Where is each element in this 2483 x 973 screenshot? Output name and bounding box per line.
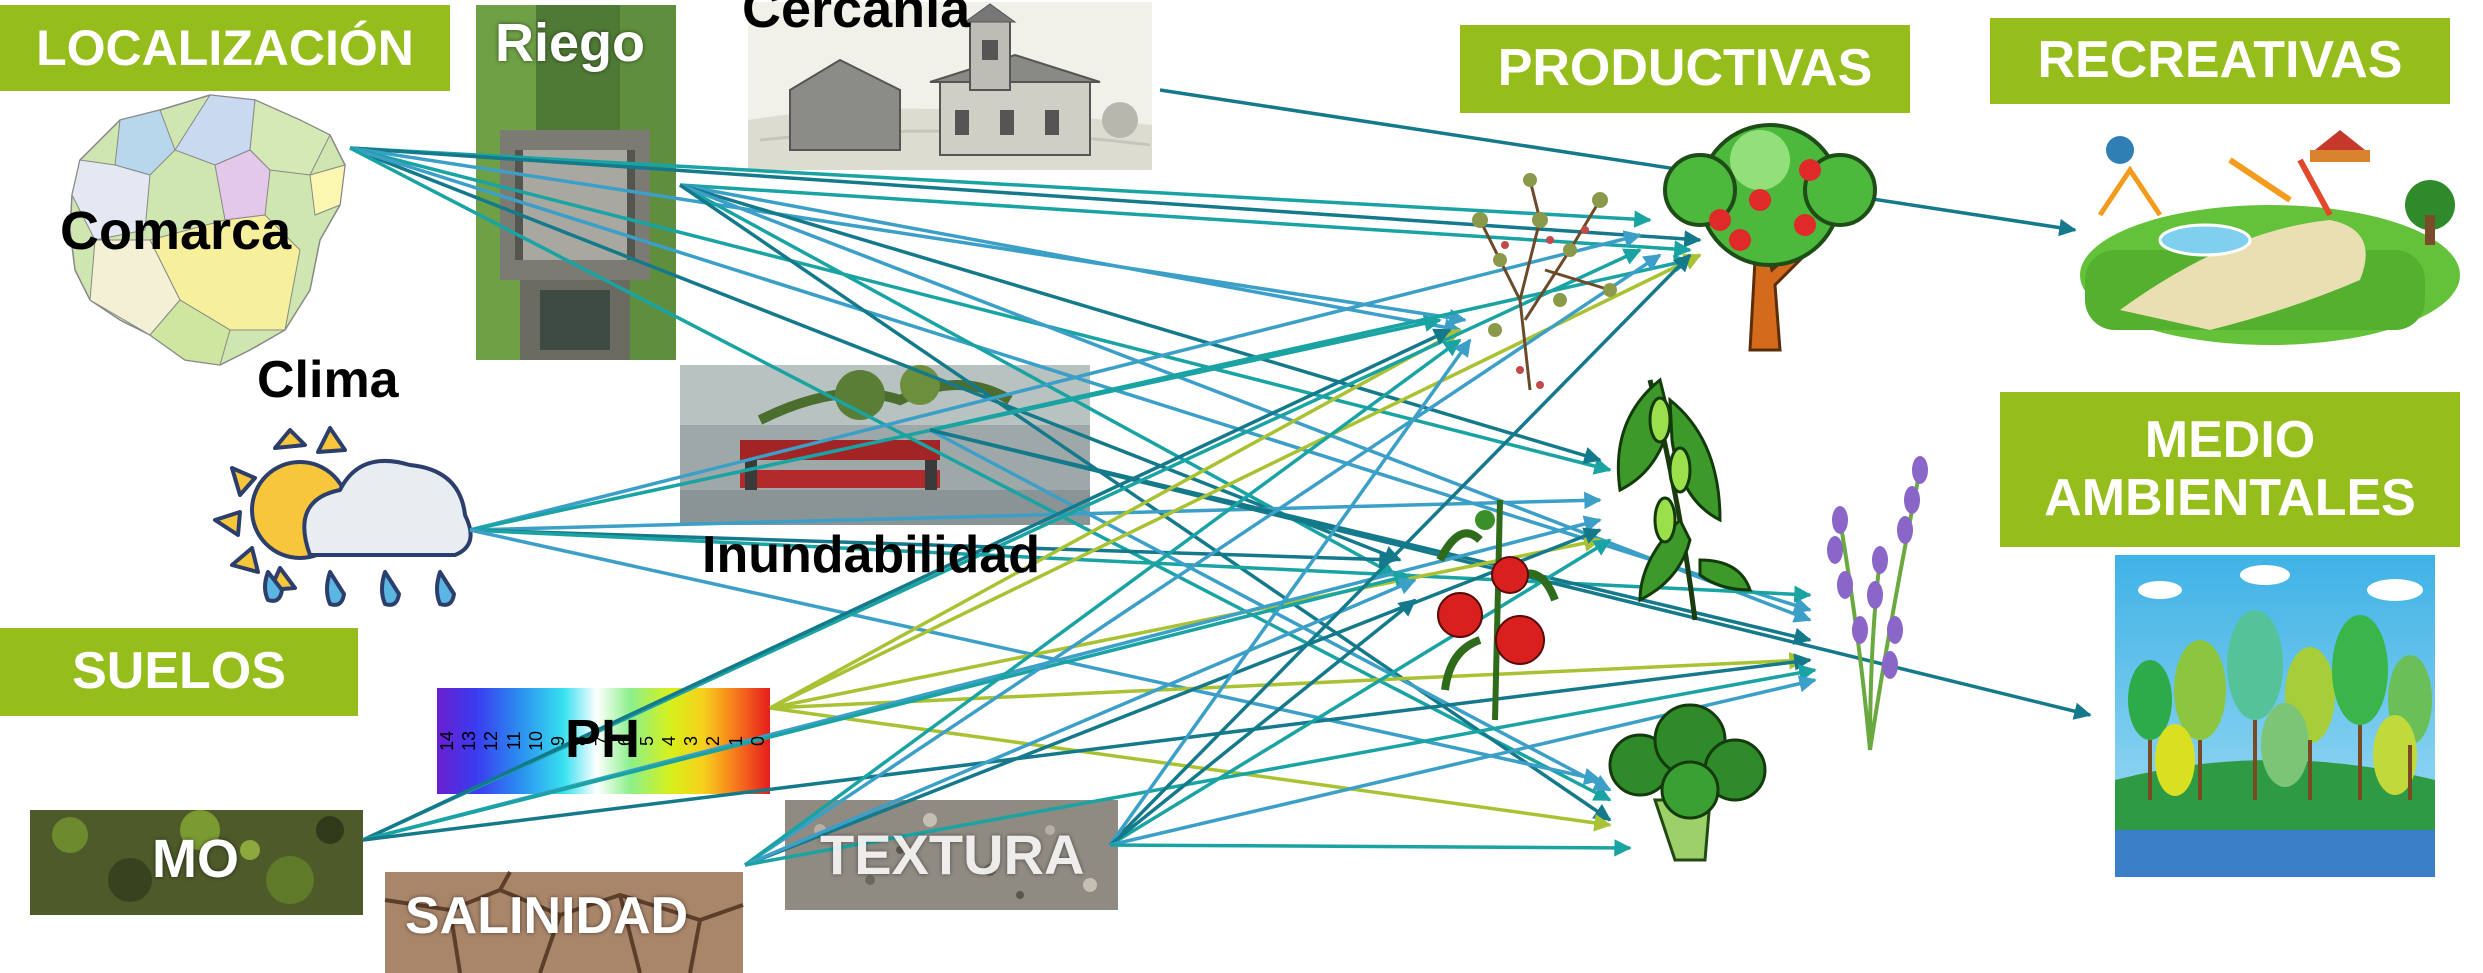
factor-inundabilidad-label: Inundabilidad [702, 526, 1040, 584]
arrow [469, 230, 1642, 532]
arrow [362, 653, 1812, 842]
apple-tree-icon [1663, 123, 1877, 352]
organic-soil-icon [30, 810, 363, 915]
ph-tick: 14 [437, 730, 457, 752]
ph-tick: 2 [703, 736, 724, 747]
arrow [744, 527, 1602, 867]
arrow [769, 328, 1462, 710]
arrow [1109, 839, 1632, 857]
arrow [743, 338, 1462, 867]
arrow [349, 146, 1652, 228]
arrow [349, 146, 1402, 563]
arrow [679, 183, 1602, 464]
ph-tick: 10 [525, 730, 546, 752]
category-localizacion-label: LOCALIZACIÓN [36, 19, 414, 76]
category-recreativas-label: RECREATIVAS [2037, 31, 2403, 90]
factor-ph-label: PH [565, 709, 641, 769]
ph-tick: 12 [481, 730, 502, 752]
cracked-soil-icon [384, 871, 744, 973]
broccoli-icon [1608, 703, 1767, 862]
arrow [1108, 598, 1417, 847]
arrow [1159, 88, 2077, 237]
arrow [469, 528, 1397, 569]
arrow [679, 183, 1692, 258]
arrow [362, 328, 1452, 842]
ph-tick: 13 [459, 730, 480, 752]
ph-tick: 7 [592, 736, 613, 747]
sun-cloud-rain-icon [213, 426, 473, 607]
arrow [1108, 253, 1692, 847]
arrow [744, 253, 1662, 867]
category-productivas: PRODUCTIVAS [1460, 25, 1910, 113]
factor-comarca-label: Comarca [60, 201, 292, 261]
ph-tick: 5 [636, 736, 657, 747]
arrow [349, 146, 1812, 614]
relation-arrows [349, 88, 2092, 867]
arrow [679, 183, 1812, 623]
arrow [349, 146, 1467, 327]
ph-tick: 6 [614, 736, 635, 747]
arrow [469, 491, 1602, 532]
ph-scale-numbers: 14 13 12 11 10 9 8 7 6 5 4 3 2 1 0 [437, 688, 770, 794]
gravel-texture-icon [785, 800, 1118, 910]
bean-plant-icon [1616, 377, 1753, 621]
ph-tick: 8 [570, 736, 591, 747]
arrow [744, 664, 1817, 867]
tomato-plant-icon [1436, 499, 1559, 721]
region-map-icon [69, 94, 346, 366]
village-church-icon [748, 2, 1152, 170]
category-suelos-label: SUELOS [72, 642, 286, 701]
arrow [349, 146, 1612, 475]
ph-tick: 1 [725, 736, 746, 747]
arrow [362, 570, 1412, 842]
ph-tick: 3 [681, 736, 702, 747]
ph-tick: 11 [503, 731, 524, 751]
category-recreativas: RECREATIVAS [1990, 18, 2450, 104]
arrow [1108, 338, 1472, 847]
arrow [469, 528, 1812, 603]
category-productivas-label: PRODUCTIVAS [1497, 39, 1873, 98]
thyme-plant-icon [1472, 173, 1617, 391]
park-icon [2080, 130, 2460, 345]
flooded-bench-icon [680, 365, 1090, 525]
arrow [1109, 538, 1612, 847]
factor-clima-label: Clima [257, 351, 399, 409]
arrow [769, 534, 1602, 710]
arrow [769, 706, 1612, 832]
category-medio-ambientales: MEDIO AMBIENTALES [2000, 392, 2460, 547]
arrow [769, 651, 1807, 710]
ph-tick: 9 [548, 736, 569, 747]
forest-icon [2115, 555, 2435, 877]
category-suelos: SUELOS [0, 628, 358, 716]
factor-riego-label: Riego [495, 13, 646, 73]
arrow [349, 146, 1612, 802]
lavender-icon [1827, 456, 1928, 751]
arrow [744, 578, 1417, 867]
category-localizacion: LOCALIZACIÓN [0, 5, 450, 91]
factor-cercania-label: Cercanía [742, 0, 971, 39]
ph-tick: 0 [747, 736, 768, 747]
arrow [929, 254, 1692, 432]
factor-textura-label: TEXTURA [820, 823, 1085, 886]
factor-mo-label: MO [152, 829, 239, 889]
ph-tick: 4 [659, 736, 680, 747]
factor-salinidad-label: SALINIDAD [405, 887, 689, 945]
category-medio-ambientales-label: MEDIO AMBIENTALES [2044, 411, 2416, 527]
arrow [679, 183, 1462, 336]
